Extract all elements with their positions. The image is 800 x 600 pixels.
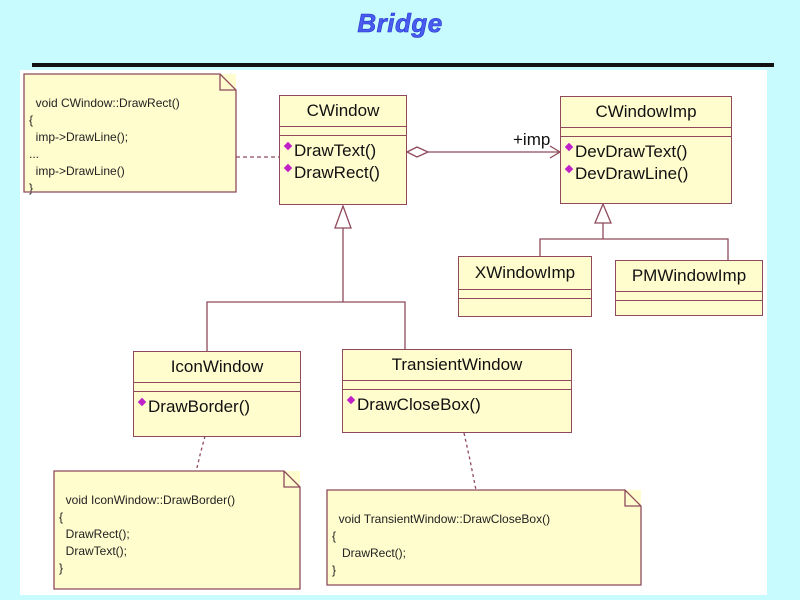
operation[interactable]: DrawCloseBox() bbox=[346, 394, 571, 416]
operation-marker-icon bbox=[564, 164, 574, 174]
class-name: CWindowImp bbox=[561, 97, 731, 128]
attributes-compartment bbox=[343, 381, 571, 390]
note-cwindow-drawrect: void CWindow::DrawRect() { imp->DrawLine… bbox=[24, 74, 236, 195]
operations-compartment: DrawCloseBox() bbox=[343, 390, 571, 418]
class-name: TransientWindow bbox=[343, 350, 571, 381]
operations-compartment: DevDrawText() DevDrawLine() bbox=[561, 137, 731, 187]
generalization-branch-transientwindow bbox=[343, 301, 406, 349]
class-name: PMWindowImp bbox=[616, 261, 762, 292]
attributes-compartment bbox=[561, 128, 731, 137]
aggregation-diamond-icon bbox=[405, 146, 430, 158]
title-divider bbox=[32, 63, 774, 67]
slide-title: Bridge bbox=[357, 8, 443, 39]
attributes-compartment bbox=[616, 292, 762, 301]
class-name: XWindowImp bbox=[459, 257, 591, 290]
association-role-label: +imp bbox=[513, 130, 550, 149]
operations-compartment: DrawBorder() bbox=[134, 392, 300, 420]
class-xwindowimp[interactable]: XWindowImp bbox=[458, 256, 592, 317]
note-link-iconwindow bbox=[195, 435, 206, 473]
class-iconwindow[interactable]: IconWindow DrawBorder() bbox=[133, 351, 301, 437]
operation-marker-icon bbox=[346, 395, 356, 405]
note-text: void TransientWindow::DrawCloseBox() { D… bbox=[332, 512, 551, 577]
note-text: void CWindow::DrawRect() { imp->DrawLine… bbox=[29, 96, 180, 195]
class-name: CWindow bbox=[280, 96, 406, 127]
operation[interactable]: DevDrawLine() bbox=[564, 163, 731, 185]
note-text: void IconWindow::DrawBorder() { DrawRect… bbox=[59, 493, 236, 575]
operation-marker-icon bbox=[564, 142, 574, 152]
operation[interactable]: DrawBorder() bbox=[137, 396, 300, 418]
generalization-triangle-icon bbox=[334, 204, 352, 229]
generalization-triangle-imp-icon bbox=[594, 202, 612, 224]
operation-marker-icon bbox=[137, 397, 147, 407]
note-transientwindow-drawclosebox: void TransientWindow::DrawCloseBox() { D… bbox=[327, 490, 641, 585]
class-name: IconWindow bbox=[134, 352, 300, 383]
class-cwindow[interactable]: CWindow DrawText() DrawRect() bbox=[279, 95, 407, 205]
operation[interactable]: DevDrawText() bbox=[564, 141, 731, 163]
class-transientwindow[interactable]: TransientWindow DrawCloseBox() bbox=[342, 349, 572, 433]
class-pmwindowimp[interactable]: PMWindowImp bbox=[615, 260, 763, 316]
generalization-branch-xwindowimp bbox=[539, 238, 603, 257]
attributes-compartment bbox=[134, 383, 300, 392]
attributes-compartment bbox=[280, 127, 406, 136]
operation-marker-icon bbox=[283, 141, 293, 151]
operation[interactable]: DrawRect() bbox=[283, 162, 406, 184]
class-cwindowimp[interactable]: CWindowImp DevDrawText() DevDrawLine() bbox=[560, 96, 732, 204]
generalization-branch-pmwindowimp bbox=[603, 238, 729, 260]
attributes-compartment bbox=[459, 290, 591, 299]
generalization-branch-iconwindow bbox=[206, 301, 343, 351]
operation[interactable]: DrawText() bbox=[283, 140, 406, 162]
operations-compartment: DrawText() DrawRect() bbox=[280, 136, 406, 186]
note-iconwindow-drawborder: void IconWindow::DrawBorder() { DrawRect… bbox=[54, 471, 300, 589]
note-link-transientwindow bbox=[463, 432, 477, 491]
operation-marker-icon bbox=[283, 163, 293, 173]
